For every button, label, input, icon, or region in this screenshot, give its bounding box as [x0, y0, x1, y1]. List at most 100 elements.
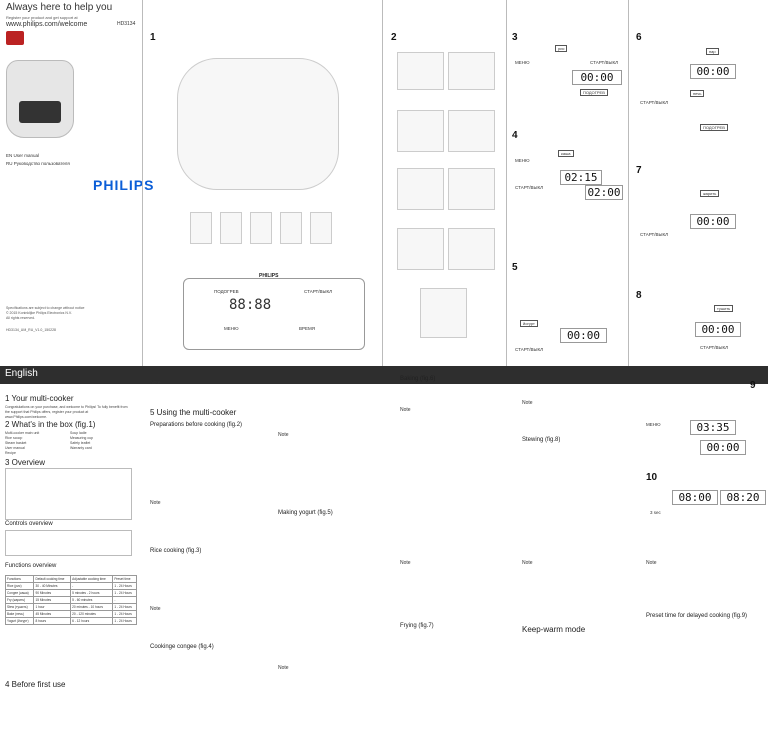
fig1-cooker: [177, 58, 339, 190]
fig2-c: [397, 110, 444, 152]
fig4-menu: МЕНЮ: [515, 158, 530, 163]
panel-right-btn[interactable]: СТАРТ/ВЫКЛ: [304, 289, 333, 294]
yogurt-title: Making yogurt (fig.5): [278, 510, 333, 516]
cooker-panel: [19, 101, 61, 123]
note-3: Note: [150, 606, 161, 612]
fig2-i: [420, 288, 467, 338]
fig5-item: йогурт: [520, 320, 538, 327]
fig2-e: [397, 168, 444, 210]
s1-text: Congratulations on your purchase, and we…: [5, 405, 128, 419]
step-3: 3: [512, 32, 518, 43]
step-2: 2: [391, 32, 397, 43]
lang-ru: RU Руководство пользователя: [6, 161, 70, 166]
fig2-b: [448, 52, 495, 90]
s3-title: 3 Overview: [5, 458, 46, 467]
controls-title: Controls overview: [5, 521, 53, 527]
fig6-item: пар: [706, 48, 719, 55]
fig1-acc: [190, 212, 212, 244]
header-title: Always here to help you: [6, 2, 113, 13]
brand-logo: PHILIPS: [93, 177, 155, 193]
fig3-hold: ПОДОГРЕВ: [580, 89, 608, 96]
step-5: 5: [512, 262, 518, 273]
step-4: 4: [512, 130, 518, 141]
fig8-start: СТАРТ/ВЫКЛ: [700, 345, 729, 350]
note-10: Note: [646, 560, 657, 566]
step-8: 8: [636, 290, 642, 301]
fig1-acc: [220, 212, 242, 244]
fig1-acc: [250, 212, 272, 244]
stewing-title: Stewing (fig.8): [522, 437, 561, 443]
panel-left-btn[interactable]: ПОДОГРЕВ: [214, 289, 239, 294]
fig4-item: каша: [558, 150, 574, 157]
fig10-time2: 08:20: [720, 490, 766, 505]
s4-title: 4 Before first use: [5, 680, 66, 689]
overview-table: [5, 468, 132, 520]
s2-title: 2 What's in the box (fig.1): [5, 420, 96, 429]
fig1-acc: [310, 212, 332, 244]
fig2-d: [448, 110, 495, 152]
fig3-menu: МЕНЮ: [515, 60, 530, 65]
philips-badge: [6, 31, 24, 45]
fig5-time: 00:00: [560, 328, 607, 343]
functions-title: Functions overview: [5, 563, 57, 569]
sep: [628, 0, 629, 366]
s1-title: 1 Your multi-cooker: [5, 394, 74, 403]
fig10-time: 08:00: [672, 490, 718, 505]
preset-title: Preset time for delayed cooking (fig.9): [646, 613, 748, 619]
lang-en: EN User manual: [6, 153, 40, 158]
fig2-a: [397, 52, 444, 90]
congee-title: Cookinge congee (fig.4): [150, 644, 214, 650]
lang-label: English: [5, 368, 38, 379]
fig8-item: тушить: [714, 305, 734, 312]
step-7: 7: [636, 165, 642, 176]
fig2-g: [397, 228, 444, 270]
fig4-time: 02:15: [560, 170, 602, 185]
fig9-time2: 00:00: [700, 440, 746, 455]
fig9-menu: МЕНЮ: [646, 422, 661, 427]
model-number: HD3134: [117, 21, 136, 27]
panel-menu-btn[interactable]: МЕНЮ: [224, 326, 239, 331]
step-10: 10: [646, 472, 658, 483]
note-4: Note: [278, 432, 289, 438]
fig5-start: СТАРТ/ВЫКЛ: [515, 347, 544, 352]
note-5: Note: [278, 665, 289, 671]
controls-table: [5, 530, 132, 556]
fig4-time2: 02:00: [585, 185, 623, 200]
prep-title: Preparations before cooking (fig.2): [150, 422, 243, 428]
fig4-start: СТАРТ/ВЫКЛ: [515, 185, 544, 190]
fig6-start: СТАРТ/ВЫКЛ: [640, 100, 669, 105]
panel-time-btn[interactable]: ВРЕМЯ: [299, 326, 316, 331]
fig6-time: 00:00: [690, 64, 736, 79]
step-1: 1: [150, 32, 156, 43]
note-1: Note: [150, 380, 161, 386]
panel-display: 88:88: [229, 297, 272, 313]
specs-text: Specifications are subject to change wit…: [6, 306, 85, 320]
note-2: Note: [150, 500, 161, 506]
fig10-note: 3 sec: [650, 510, 661, 515]
header-url: www.philips.com/welcome: [6, 21, 88, 28]
s5-title: 5 Using the multi-cooker: [150, 408, 237, 417]
panel-brand: PHILIPS: [259, 273, 279, 279]
fig7-start: СТАРТ/ВЫКЛ: [640, 232, 669, 237]
lang-bar: [0, 366, 768, 384]
fig9-time: 03:35: [690, 420, 736, 435]
keepwarm-title: Keep-warm mode: [522, 625, 586, 634]
frying-title: Frying (fig.7): [400, 623, 434, 629]
note-8: Note: [522, 400, 533, 406]
fig7-item: жарить: [700, 190, 720, 197]
doc-code: HD3134_UM_RU_V1.0_150228: [6, 328, 57, 332]
fig8-time: 00:00: [695, 322, 741, 337]
note-7: Note: [400, 560, 411, 566]
languages: EN User manual RU Руководство пользовате…: [6, 152, 70, 168]
fig3-time: 00:00: [572, 70, 622, 85]
rice-title: Rice cooking (fig.3): [150, 548, 202, 554]
fig6-item2: печь: [690, 90, 705, 97]
cooker-image: [6, 60, 74, 138]
sep: [142, 0, 143, 366]
fig3-start: СТАРТ/ВЫКЛ: [590, 60, 619, 65]
baking-title: Baking (fig.6): [400, 376, 436, 382]
fig6-hold: ПОДОГРЕВ: [700, 124, 728, 131]
